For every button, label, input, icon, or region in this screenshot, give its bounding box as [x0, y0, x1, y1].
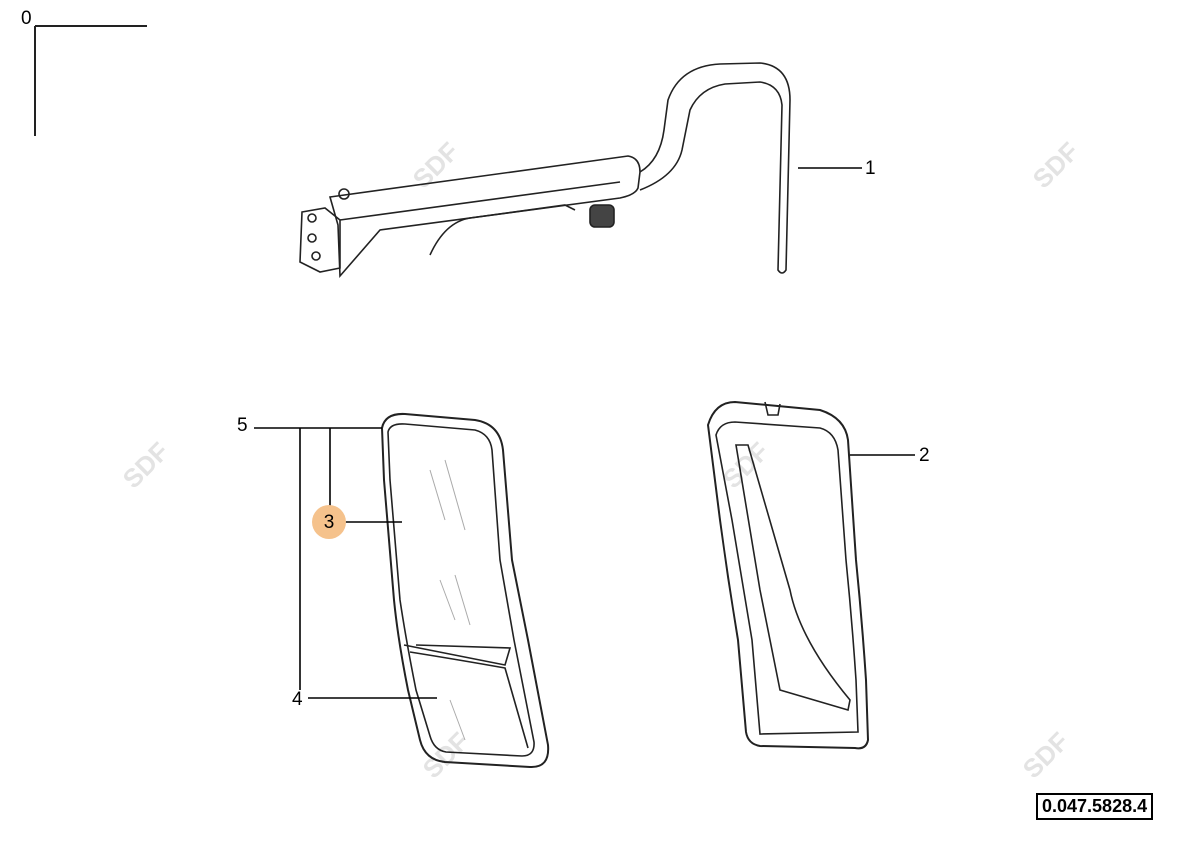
reference-code: 0.047.5828.4 [1036, 793, 1154, 820]
callout-2[interactable]: 2 [919, 445, 930, 466]
mirror-arm-bracket [299, 62, 791, 279]
callout-5[interactable]: 5 [237, 415, 248, 436]
frame-corner [34, 25, 147, 136]
mirror-housing [706, 400, 870, 750]
callout-4[interactable]: 4 [292, 689, 303, 710]
leader-lines [254, 167, 915, 699]
callout-3-highlighted[interactable]: 3 [312, 505, 346, 539]
mirror-head-assembly [380, 412, 550, 769]
frame-label: 0 [21, 8, 32, 29]
callout-1[interactable]: 1 [865, 158, 876, 179]
